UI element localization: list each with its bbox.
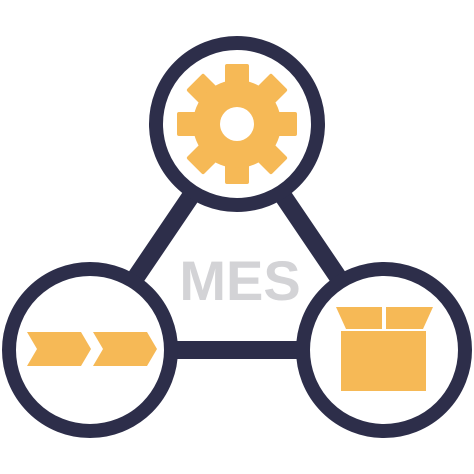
- node-left: [2, 262, 178, 438]
- connector-top-left: [123, 181, 204, 292]
- node-top: [149, 36, 325, 212]
- connector-top-right: [270, 181, 351, 292]
- gear-icon: [177, 64, 297, 184]
- mes-label: MES: [179, 249, 300, 312]
- process-arrows-icon: [27, 332, 157, 366]
- node-right: [296, 262, 472, 438]
- connector-lines: [123, 181, 351, 359]
- box-icon: [336, 307, 433, 391]
